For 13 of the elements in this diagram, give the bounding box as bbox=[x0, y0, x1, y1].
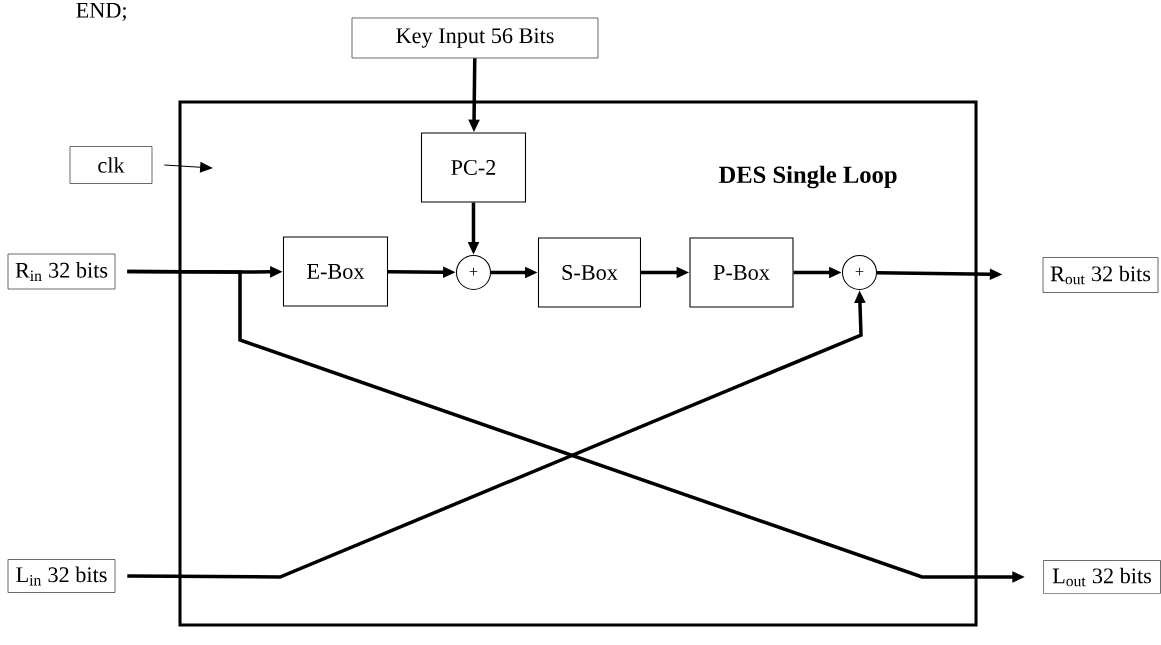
process-box: E-Box bbox=[282, 236, 388, 307]
process-box: PC-2 bbox=[420, 132, 526, 203]
input-box: Key Input 56 Bits bbox=[351, 17, 599, 59]
process-box: P-Box bbox=[689, 237, 794, 308]
input-box: L$_{in}$ 32 bits bbox=[7, 559, 116, 593]
input-box: R$_{in}$ 32 bits bbox=[7, 253, 116, 290]
loop-heading: DES Single Loop bbox=[718, 165, 897, 189]
code-text: END; bbox=[76, 3, 126, 21]
output-box: L$_{out}$ 32 bits bbox=[1043, 560, 1161, 594]
output-box: R$_{out}$ 32 bits bbox=[1042, 257, 1159, 293]
process-box: S-Box bbox=[537, 237, 641, 308]
input-box: clk bbox=[69, 146, 153, 184]
arrow bbox=[163, 161, 213, 173]
